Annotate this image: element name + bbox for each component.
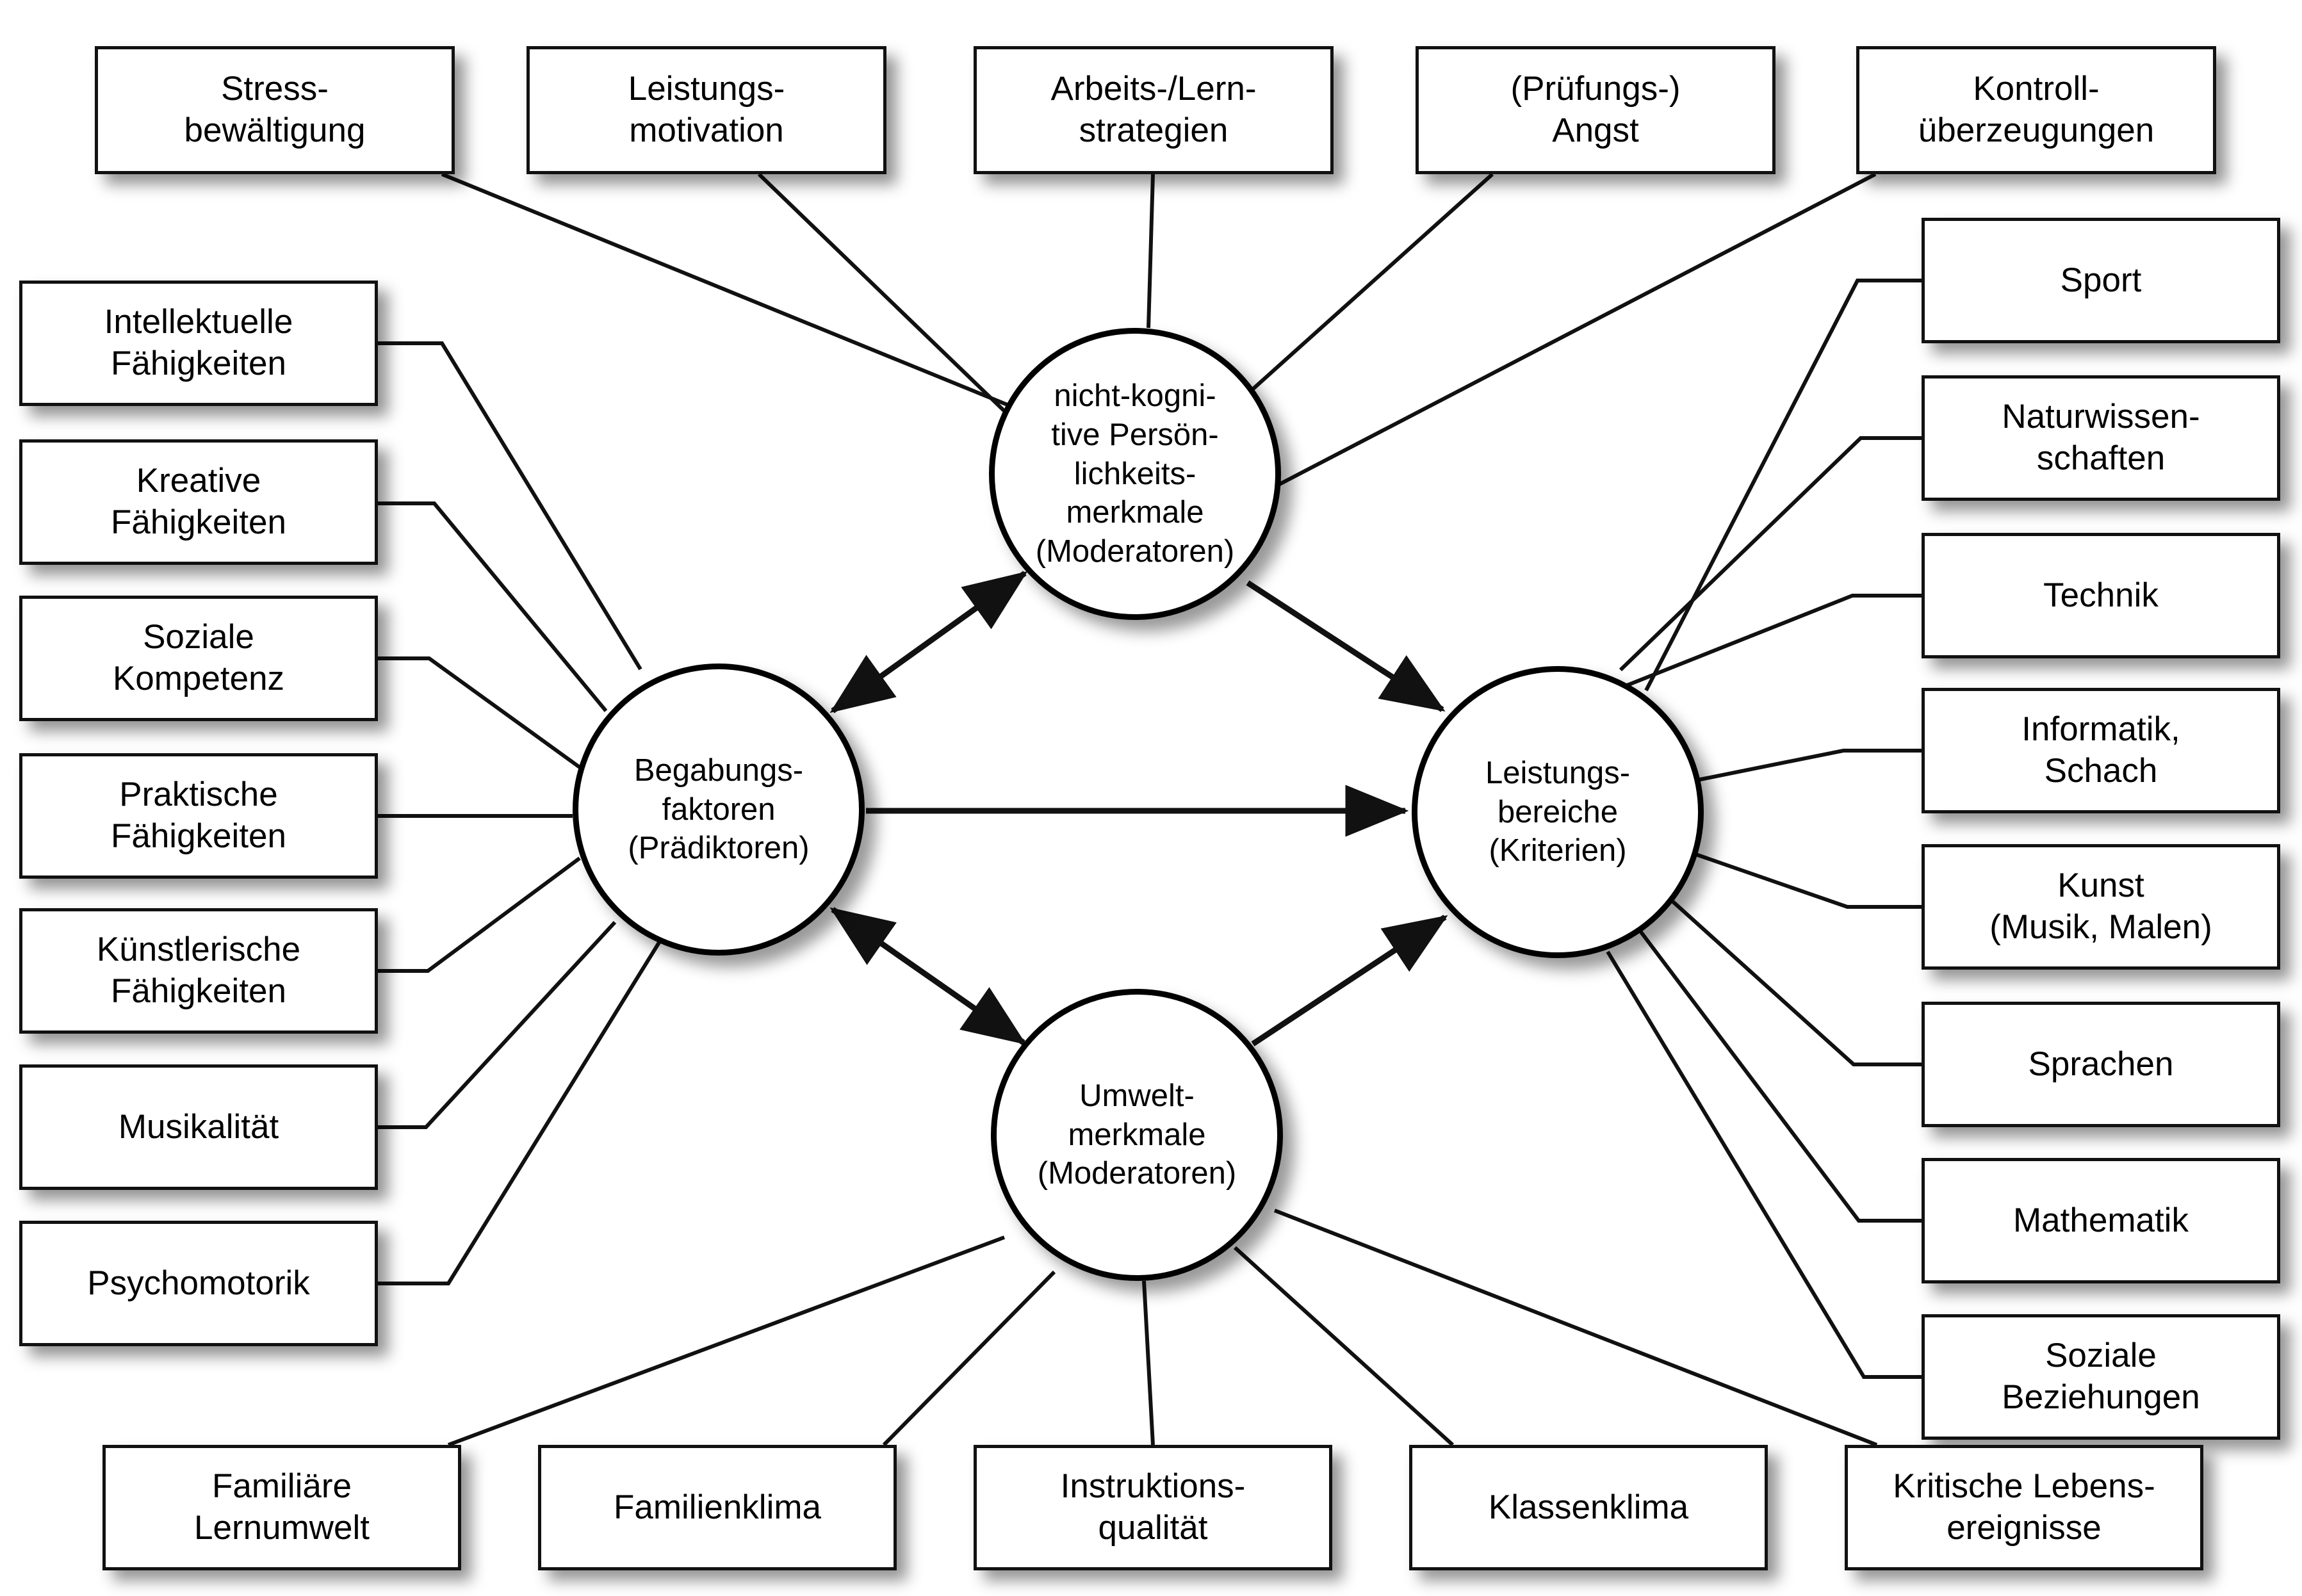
edge-begabung-nichtkognitiv xyxy=(829,571,1028,713)
box-label: Technik xyxy=(2043,576,2159,614)
top-connectors xyxy=(441,172,1877,489)
box-label: Mathematik xyxy=(2013,1201,2189,1239)
box-pruefungsangst[interactable]: (Prüfungs-) Angst xyxy=(1416,46,1775,174)
circle-label: nicht-kogni- tive Persön- lichkeits- mer… xyxy=(1035,379,1235,569)
box-label: Kunst (Musik, Malen) xyxy=(1989,867,2212,946)
box-kritische-lebensereignisse[interactable]: Kritische Lebens- ereignisse xyxy=(1845,1445,2203,1570)
box-familienklima[interactable]: Familienklima xyxy=(538,1445,897,1570)
box-kreative-faehigkeiten[interactable]: Kreative Fähigkeiten xyxy=(19,439,378,565)
box-label: Kreative Fähigkeiten xyxy=(110,462,286,541)
circle-leistungsbereiche[interactable]: Leistungs- bereiche (Kriterien) xyxy=(1412,666,1704,958)
circle-begabungsfaktoren[interactable]: Begabungs- faktoren (Prädiktoren) xyxy=(573,664,865,956)
edge-umwelt-leistung xyxy=(1251,915,1448,1046)
box-label: Soziale Kompetenz xyxy=(112,618,285,697)
box-kuenstlerische-faehigkeiten[interactable]: Künstlerische Fähigkeiten xyxy=(19,908,378,1034)
box-kunst-musik-malen[interactable]: Kunst (Musik, Malen) xyxy=(1922,844,2280,970)
edge-begabung-umwelt xyxy=(829,907,1027,1045)
box-label: Praktische Fähigkeiten xyxy=(110,776,286,855)
box-label: Kritische Lebens- ereignisse xyxy=(1893,1467,2155,1547)
box-leistungsmotivation[interactable]: Leistungs- motivation xyxy=(527,46,886,174)
left-connectors xyxy=(378,341,662,1285)
circle-nicht-kognitive-persoenlichkeitsmerkmale[interactable]: nicht-kogni- tive Persön- lichkeits- mer… xyxy=(989,328,1281,620)
box-arbeits-lernstrategien[interactable]: Arbeits-/Lern- strategien xyxy=(974,46,1334,174)
box-instruktionsqualitaet[interactable]: Instruktions- qualität xyxy=(974,1445,1332,1570)
box-familiaere-lernumwelt[interactable]: Familiäre Lernumwelt xyxy=(102,1445,461,1570)
box-label: Künstlerische Fähigkeiten xyxy=(96,931,301,1010)
box-kontrollueberzeugungen[interactable]: Kontroll- überzeugungen xyxy=(1856,46,2216,174)
circle-label: Begabungs- faktoren (Prädiktoren) xyxy=(628,753,810,866)
box-label: Leistungs- motivation xyxy=(628,70,785,149)
box-naturwissenschaften[interactable]: Naturwissen- schaften xyxy=(1922,375,2280,501)
right-connectors xyxy=(1606,279,1922,1379)
box-intellektuelle-faehigkeiten[interactable]: Intellektuelle Fähigkeiten xyxy=(19,281,378,406)
box-stressbewaeltigung[interactable]: Stress- bewältigung xyxy=(95,46,455,174)
box-label: Psychomotorik xyxy=(87,1264,310,1302)
box-sprachen[interactable]: Sprachen xyxy=(1922,1002,2280,1127)
box-label: Stress- bewältigung xyxy=(184,70,366,149)
box-label: Klassenklima xyxy=(1488,1488,1689,1526)
circle-label: Umwelt- merkmale (Moderatoren) xyxy=(1037,1078,1237,1191)
box-label: Sprachen xyxy=(2028,1045,2174,1083)
box-praktische-faehigkeiten[interactable]: Praktische Fähigkeiten xyxy=(19,753,378,879)
box-label: Kontroll- überzeugungen xyxy=(1918,70,2155,149)
box-label: Soziale Beziehungen xyxy=(2002,1337,2200,1416)
box-label: Naturwissen- schaften xyxy=(2002,398,2200,477)
box-label: Arbeits-/Lern- strategien xyxy=(1050,70,1257,149)
box-informatik-schach[interactable]: Informatik, Schach xyxy=(1922,688,2280,813)
box-label: Familiäre Lernumwelt xyxy=(194,1467,370,1547)
edge-nichtkognitiv-leistung xyxy=(1246,580,1446,712)
circle-umweltmerkmale[interactable]: Umwelt- merkmale (Moderatoren) xyxy=(991,989,1283,1281)
box-soziale-kompetenz[interactable]: Soziale Kompetenz xyxy=(19,596,378,721)
relation-edges xyxy=(829,571,1448,1046)
box-label: Sport xyxy=(2060,261,2142,299)
box-psychomotorik[interactable]: Psychomotorik xyxy=(19,1221,378,1346)
circle-label: Leistungs- bereiche (Kriterien) xyxy=(1485,755,1631,868)
box-label: Instruktions- qualität xyxy=(1060,1467,1246,1547)
box-label: Familienklima xyxy=(614,1488,821,1526)
box-technik[interactable]: Technik xyxy=(1922,533,2280,658)
box-label: Informatik, Schach xyxy=(2021,710,2180,790)
box-mathematik[interactable]: Mathematik xyxy=(1922,1158,2280,1283)
box-label: (Prüfungs-) Angst xyxy=(1510,70,1681,149)
box-label: Musikalität xyxy=(118,1107,279,1146)
box-musikalitaet[interactable]: Musikalität xyxy=(19,1064,378,1190)
box-klassenklima[interactable]: Klassenklima xyxy=(1409,1445,1768,1570)
box-soziale-beziehungen[interactable]: Soziale Beziehungen xyxy=(1922,1314,2280,1440)
box-label: Intellektuelle Fähigkeiten xyxy=(104,303,293,382)
bottom-connectors xyxy=(447,1209,1878,1447)
box-sport[interactable]: Sport xyxy=(1922,218,2280,343)
